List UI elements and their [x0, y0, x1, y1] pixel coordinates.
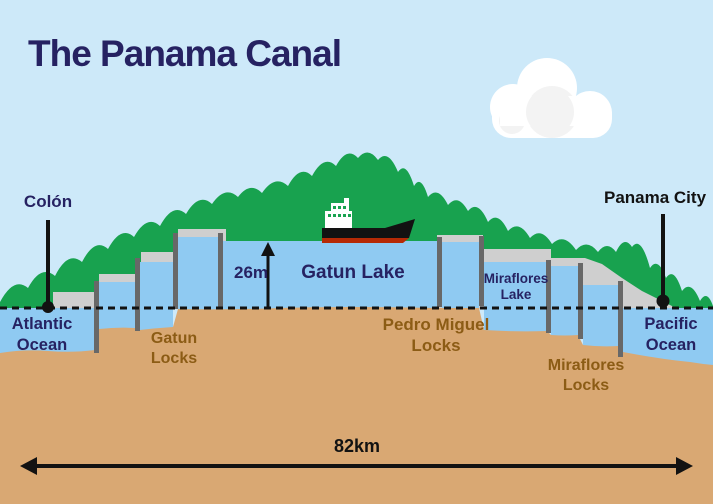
colon-marker — [42, 220, 54, 313]
gatun-lock-chamber-2 — [140, 262, 173, 335]
panama-city-label: Panama City — [603, 188, 707, 207]
miraflores-locks-label: Miraflores Locks — [547, 357, 625, 394]
lock-gate-6 — [479, 236, 484, 306]
miraflores-lock-chamber-1 — [551, 266, 578, 340]
canal-length-label: 82km — [333, 436, 381, 456]
lock-gate-7 — [546, 260, 551, 333]
gatun-locks-label: Gatun Locks — [150, 330, 198, 367]
lock-gate-3 — [173, 233, 178, 309]
gatun-lock-chamber-3 — [178, 237, 218, 310]
lake-height-label: 26m — [233, 263, 269, 282]
pedro-miguel-chamber — [442, 242, 479, 310]
miraflores-lock-chamber-2 — [583, 285, 618, 350]
lake-height-arrow — [261, 242, 275, 307]
pacific-ocean-label: Pacific Ocean — [644, 315, 698, 354]
lock-gate-5 — [437, 237, 442, 307]
colon-label: Colón — [23, 192, 73, 211]
miraflores-lake-label: Miraflores Lake — [483, 271, 549, 302]
page-title: The Panama Canal — [28, 33, 342, 74]
gatun-lock-chamber-1 — [99, 282, 135, 335]
lock-gate-2 — [135, 258, 140, 331]
lock-gate-9 — [618, 281, 623, 357]
cargo-ship-icon — [322, 198, 415, 243]
gatun-lake-label: Gatun Lake — [301, 262, 405, 283]
panama-city-marker — [656, 214, 670, 308]
lock-gate-8 — [578, 263, 583, 339]
cloud-icon — [490, 58, 612, 138]
atlantic-ocean-label: Atlantic Ocean — [11, 315, 73, 354]
gatun-lake-water — [223, 241, 438, 310]
lock-gate-4 — [218, 233, 223, 309]
miraflores-lake-water — [484, 262, 547, 338]
pedro-miguel-locks-label: Pedro Miguel Locks — [382, 315, 490, 355]
lock-gate-1 — [94, 281, 99, 353]
canal-length-arrow — [20, 457, 693, 475]
ground-terrain — [0, 307, 713, 504]
